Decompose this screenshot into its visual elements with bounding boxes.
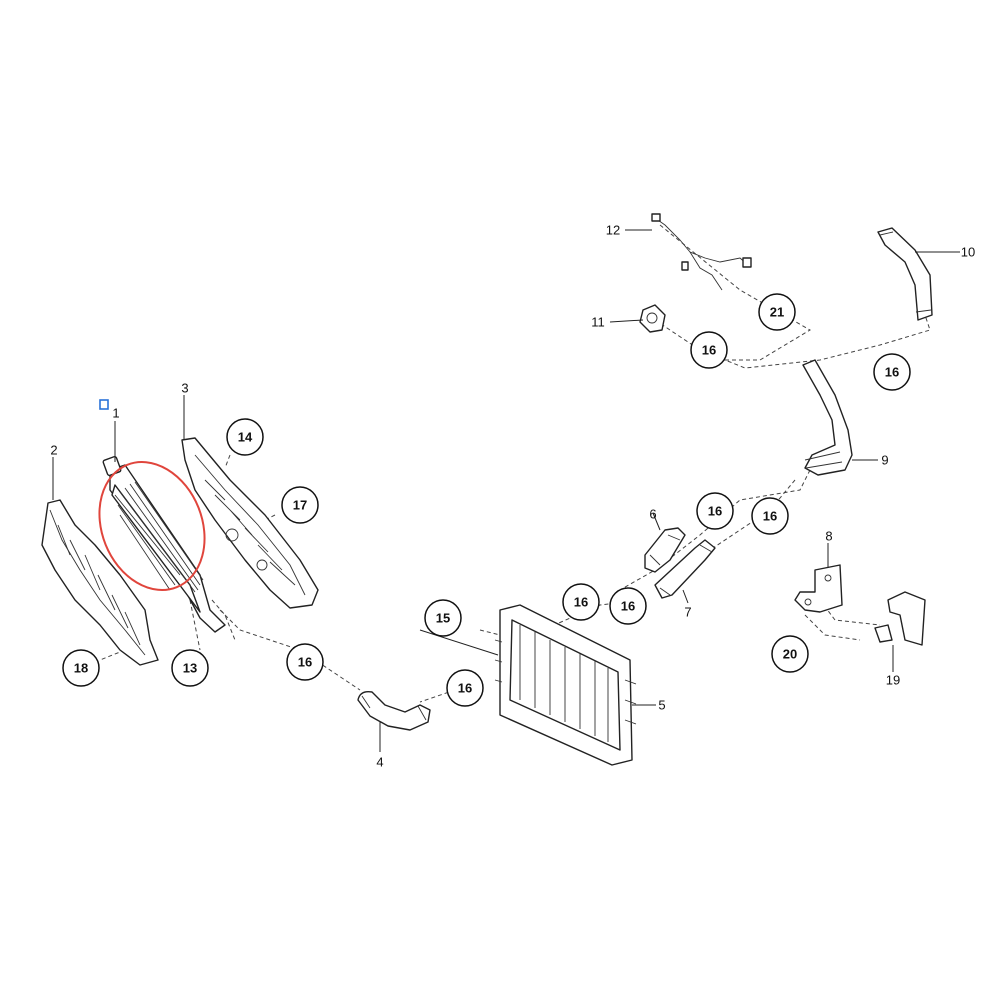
callout-21: 21: [758, 293, 796, 331]
label-part-6: 6: [649, 507, 656, 522]
label-part-12: 12: [606, 223, 620, 238]
highlight-ellipse: [98, 461, 206, 591]
label-part-4: 4: [376, 755, 383, 770]
callout-16-a: 16: [286, 643, 324, 681]
callout-16-g: 16: [690, 331, 728, 369]
hose-part-4: [357, 690, 431, 731]
shroud-part-3: [181, 437, 319, 609]
callout-16-b: 16: [446, 669, 484, 707]
radiator-part-5: [494, 604, 637, 766]
hose-part-9: [802, 359, 853, 476]
selection-marker: [99, 399, 109, 410]
label-part-5: 5: [658, 698, 665, 713]
callout-15-label: 15: [436, 611, 450, 626]
callout-18: 18: [62, 649, 100, 687]
air-guide-part-2: [41, 499, 159, 666]
callout-21-label: 21: [770, 305, 784, 320]
callout-16-h-label: 16: [885, 365, 899, 380]
label-part-10: 10: [961, 245, 975, 260]
callout-20-label: 20: [783, 647, 797, 662]
callout-15: 15: [424, 599, 462, 637]
label-part-19: 19: [886, 673, 900, 688]
callout-16-e: 16: [696, 492, 734, 530]
dashed-connectors: [99, 224, 931, 703]
callout-13: 13: [171, 649, 209, 687]
callout-16-e-label: 16: [708, 504, 722, 519]
callout-16-f: 16: [751, 497, 789, 535]
callout-17-label: 17: [293, 498, 307, 513]
callout-18-label: 18: [74, 661, 88, 676]
callout-16-c: 16: [562, 583, 600, 621]
callout-16-a-label: 16: [298, 655, 312, 670]
callout-16-b-label: 16: [458, 681, 472, 696]
harness-part-12: [651, 213, 752, 291]
callout-13-label: 13: [183, 661, 197, 676]
label-part-3: 3: [181, 381, 188, 396]
hose-part-7: [654, 539, 716, 599]
bracket-part-19: [874, 591, 926, 646]
hose-part-10: [877, 227, 933, 321]
label-part-9: 9: [881, 453, 888, 468]
label-part-7: 7: [684, 605, 691, 620]
callout-14-label: 14: [238, 430, 253, 445]
callout-16-c-label: 16: [574, 595, 588, 610]
leader-lines: [52, 229, 960, 752]
intercooler-part-1: [102, 455, 226, 633]
callout-16-d-label: 16: [621, 599, 635, 614]
hose-part-6: [644, 527, 686, 573]
sensor-part-11: [639, 304, 666, 333]
callout-16-f-label: 16: [763, 509, 777, 524]
callout-16-g-label: 16: [702, 343, 716, 358]
plain-labels: 1 2 3 4 5 6 7 8 9 10 11 12 19: [50, 223, 975, 770]
callout-16-h: 16: [873, 353, 911, 391]
callout-14: 14: [226, 418, 264, 456]
label-part-1: 1: [112, 406, 119, 421]
label-part-2: 2: [50, 443, 57, 458]
bracket-part-8: [794, 564, 843, 613]
callout-20: 20: [771, 635, 809, 673]
label-part-8: 8: [825, 529, 832, 544]
label-part-11: 11: [591, 315, 605, 330]
callout-16-d: 16: [609, 587, 647, 625]
callout-17: 17: [281, 486, 319, 524]
